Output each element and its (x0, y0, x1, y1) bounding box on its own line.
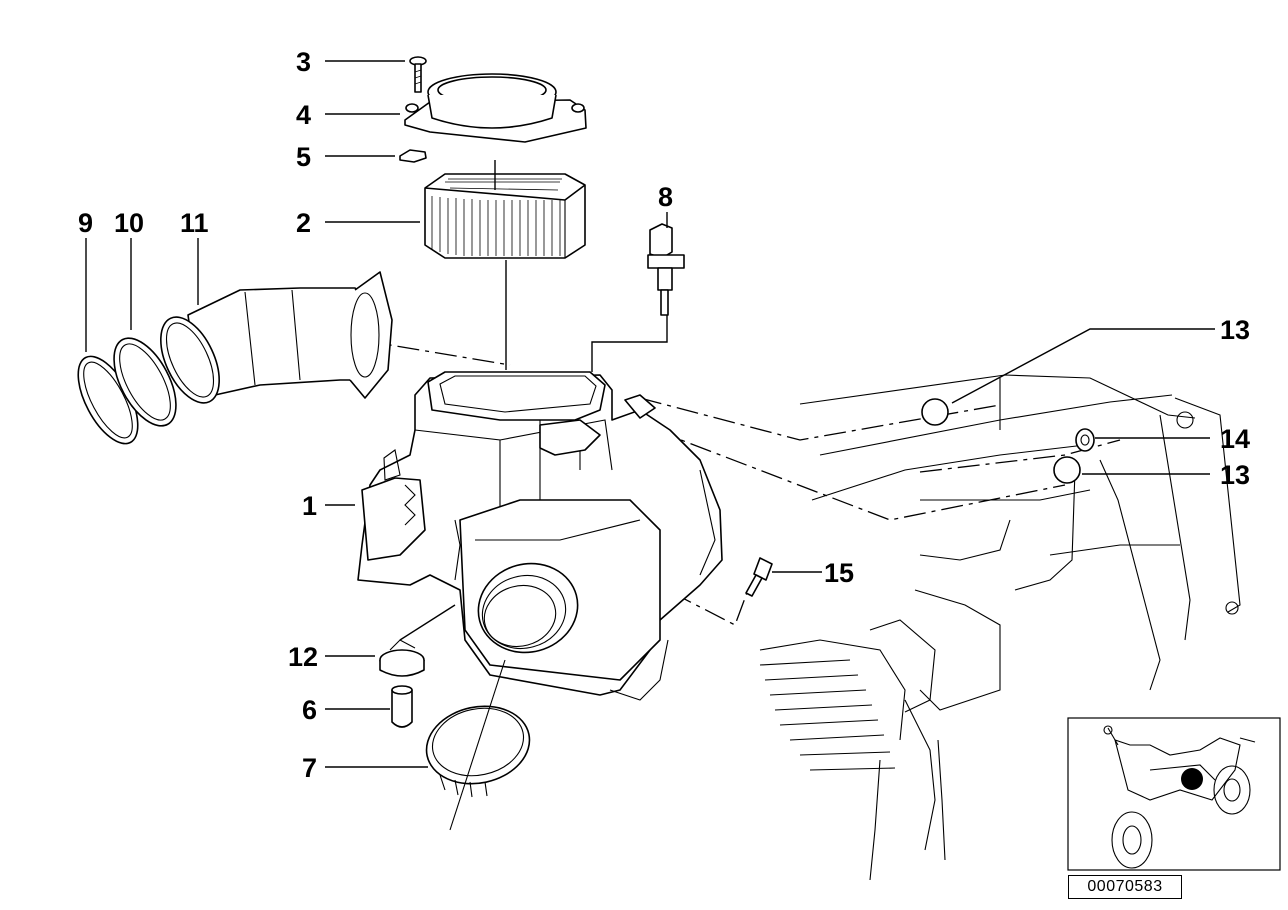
callout-3: 3 (296, 47, 311, 77)
part-13-grommets (921, 398, 1081, 484)
callouts: 3 4 5 2 9 10 11 8 13 14 13 1 15 12 6 7 (78, 47, 1250, 783)
callout-12: 12 (288, 642, 318, 672)
motorcycle-frame (759, 374, 1241, 881)
part-3-screw (409, 56, 427, 93)
part-11-intake-hose (160, 271, 393, 404)
assembly-lines (359, 339, 1121, 626)
part-7-ring-seal (425, 659, 531, 831)
part-14-bushing (1075, 428, 1095, 452)
part-5-nut (399, 149, 427, 163)
diagram-id-label: 00070583 (1068, 875, 1182, 899)
callout-9: 9 (78, 208, 93, 238)
leader-lines (85, 60, 1215, 768)
part-6-cap (391, 685, 413, 728)
callout-1: 1 (302, 491, 317, 521)
callout-7: 7 (302, 753, 317, 783)
callout-5: 5 (296, 142, 311, 172)
part-8-sensor (647, 223, 685, 316)
callout-14: 14 (1220, 424, 1250, 454)
callout-2: 2 (296, 208, 311, 238)
callout-4: 4 (296, 100, 311, 130)
callout-10: 10 (114, 208, 144, 238)
part-10-sleeve (113, 337, 177, 427)
part-12-clamp (379, 639, 425, 677)
callout-13-bottom: 13 (1220, 460, 1250, 490)
callout-11: 11 (180, 208, 209, 238)
motorcycle-silhouette-icon (1103, 725, 1256, 869)
location-inset (1067, 717, 1281, 871)
location-marker-icon (1181, 768, 1203, 790)
callout-15: 15 (824, 558, 854, 588)
part-15-screw (745, 557, 773, 597)
part-1-filter-housing (357, 371, 723, 701)
part-4-cover-plate (404, 73, 587, 143)
part-2-filter-element (424, 173, 586, 259)
callout-13-top: 13 (1220, 315, 1250, 345)
inset-frame (1067, 717, 1281, 871)
callout-8: 8 (658, 182, 673, 212)
callout-6: 6 (302, 695, 317, 725)
